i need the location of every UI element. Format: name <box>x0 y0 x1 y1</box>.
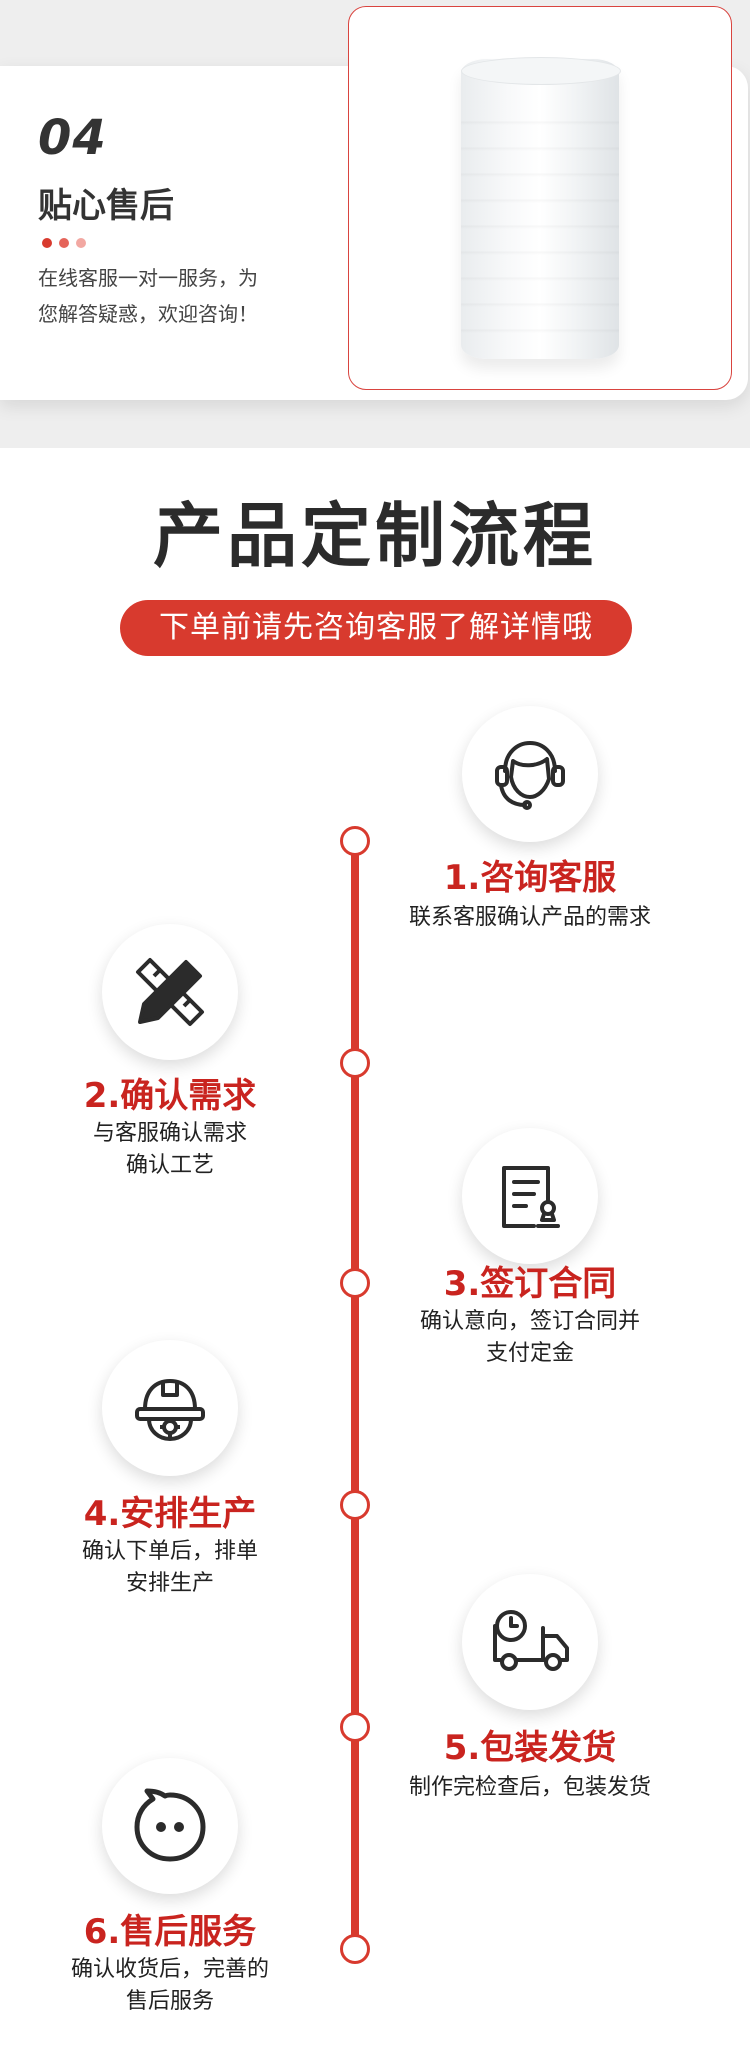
timeline-node <box>340 1712 370 1742</box>
timeline-node <box>340 1268 370 1298</box>
card-desc-line: 您解答疑惑，欢迎咨询！ <box>38 302 258 326</box>
step-desc-line: 确认下单后，排单 <box>81 1539 258 1564</box>
step-3-title: 3.签订合同 <box>443 1264 617 1304</box>
step-desc-line: 确认收货后，完善的 <box>70 1957 269 1982</box>
step-4-title: 4.安排生产 <box>83 1494 257 1534</box>
step-desc-line: 确认工艺 <box>125 1153 214 1178</box>
card-number: 04 <box>38 110 107 166</box>
step-desc-line: 安排生产 <box>125 1571 214 1596</box>
step-6-desc: 确认收货后，完善的 售后服务 <box>20 1954 320 2018</box>
safety-helmet-gear-icon <box>135 1379 205 1441</box>
customer-service-headset-icon <box>495 741 565 810</box>
step-desc-line: 联系客服确认产品的需求 <box>408 905 651 930</box>
consult-notice-banner: 下单前请先咨询客服了解详情哦 <box>120 600 632 656</box>
step-3-desc: 确认意向，签订合同并 支付定金 <box>380 1306 680 1370</box>
timeline-node <box>340 1048 370 1078</box>
timeline-node <box>340 1490 370 1520</box>
step-desc-line: 与客服确认需求 <box>92 1121 247 1146</box>
decorative-dots <box>42 238 86 248</box>
contract-seal-icon <box>502 1166 560 1228</box>
step-2-desc: 与客服确认需求 确认工艺 <box>20 1118 320 1182</box>
card-desc-line: 在线客服一对一服务，为 <box>38 266 258 290</box>
step-3-icon-circle <box>462 1128 598 1264</box>
step-6-title: 6.售后服务 <box>83 1912 257 1952</box>
foam-roll-image <box>461 57 621 359</box>
step-desc-line: 确认意向，签订合同并 <box>419 1309 640 1334</box>
step-1-desc: 联系客服确认产品的需求 <box>380 902 680 934</box>
step-4-desc: 确认下单后，排单 安排生产 <box>20 1536 320 1600</box>
step-desc-line: 售后服务 <box>125 1989 214 2014</box>
step-desc-line: 制作完检查后，包装发货 <box>408 1775 651 1800</box>
step-5-icon-circle <box>462 1574 598 1710</box>
dot <box>59 238 69 248</box>
step-5-title: 5.包装发货 <box>443 1728 617 1768</box>
step-2-title: 2.确认需求 <box>83 1076 257 1116</box>
product-photo-frame <box>348 6 732 390</box>
step-4-icon-circle <box>102 1340 238 1476</box>
card-description: 在线客服一对一服务，为 您解答疑惑，欢迎咨询！ <box>38 260 328 332</box>
delivery-truck-clock-icon <box>493 1610 569 1671</box>
step-1-title: 1.咨询客服 <box>443 858 617 898</box>
timeline-line <box>351 842 359 1954</box>
step-5-desc: 制作完检查后，包装发货 <box>380 1772 680 1804</box>
step-1-icon-circle <box>462 706 598 842</box>
step-2-icon-circle <box>102 924 238 1060</box>
step-desc-line: 支付定金 <box>485 1341 574 1366</box>
section-title: 产品定制流程 <box>153 495 597 577</box>
step-6-icon-circle <box>102 1758 238 1894</box>
dot <box>42 238 52 248</box>
timeline-node <box>340 826 370 856</box>
card-title: 贴心售后 <box>38 186 174 226</box>
pencil-ruler-icon <box>136 958 204 1026</box>
timeline-node <box>340 1934 370 1964</box>
chat-bubble-face-icon <box>134 1788 206 1862</box>
dot <box>76 238 86 248</box>
